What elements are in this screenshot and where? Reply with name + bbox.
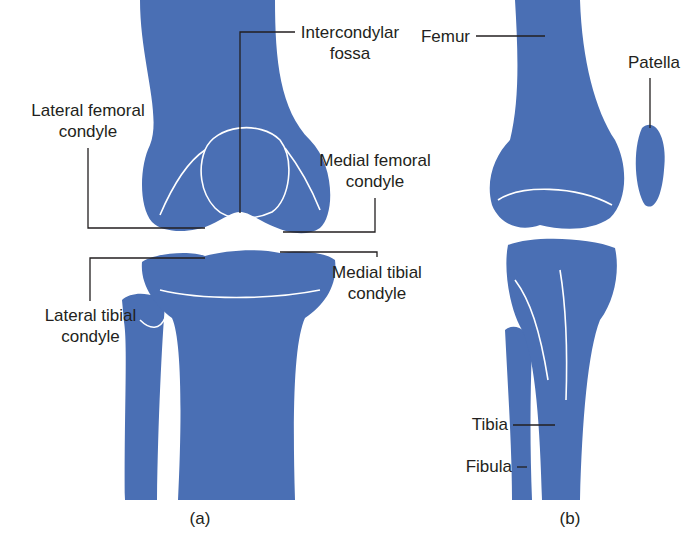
leader-line — [280, 252, 377, 257]
leader-line — [90, 258, 205, 301]
leader-line — [88, 148, 205, 228]
condyle-line — [498, 189, 612, 205]
tibia-frontal — [142, 250, 336, 500]
leader-line — [513, 424, 555, 425]
bones-frontal — [122, 0, 335, 500]
femur-lateral — [490, 0, 624, 229]
leader-line — [649, 78, 650, 128]
tibia-lateral — [506, 239, 617, 500]
leader-line — [283, 198, 375, 232]
part-label: Medial tibial condyle — [312, 262, 442, 304]
condyle-line — [285, 148, 320, 210]
panel-label: (a) — [180, 508, 220, 529]
part-label: Patella — [600, 52, 680, 73]
leader-line — [476, 35, 545, 36]
tibia-line — [515, 280, 548, 380]
part-label: Intercondylar fossa — [290, 22, 410, 64]
condyle-line — [160, 150, 205, 215]
part-label: Medial femoral condyle — [310, 150, 440, 192]
leader-lines — [88, 32, 650, 467]
panel-label: (b) — [550, 508, 590, 529]
part-label: Lateral tibial condyle — [28, 305, 153, 347]
part-label: Lateral femoral condyle — [13, 100, 163, 142]
part-label: Femur — [400, 26, 470, 47]
fibula-line — [140, 318, 165, 327]
bones-lateral — [490, 0, 665, 500]
patella — [636, 125, 665, 207]
tibia-line — [560, 270, 567, 400]
notch-outline — [201, 128, 289, 219]
part-label: Fibula — [440, 456, 512, 477]
leader-line — [240, 32, 295, 213]
tibia-line — [160, 290, 320, 298]
part-label: Tibia — [440, 414, 508, 435]
bone-detail-lines — [498, 189, 612, 400]
leader-line — [517, 466, 527, 467]
